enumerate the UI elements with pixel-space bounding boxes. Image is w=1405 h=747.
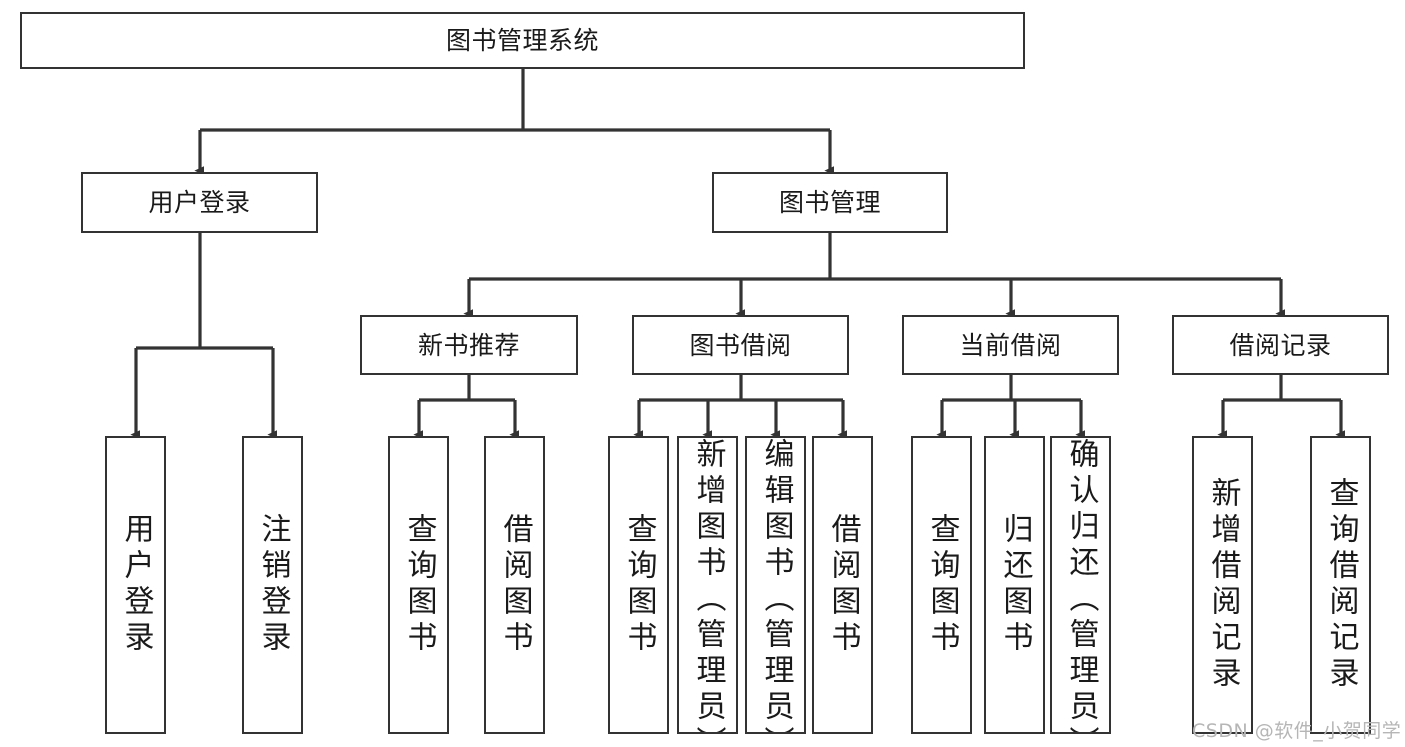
diagram-node-leaf-5[interactable]: 查询图书 <box>608 436 669 734</box>
diagram-node-leaf-6[interactable]: 新增图书（管理员） <box>677 436 738 734</box>
node-label: 查询借阅记录 <box>1323 477 1359 693</box>
diagram-node-l3-newrec[interactable]: 新书推荐 <box>360 315 578 375</box>
diagram-node-leaf-3[interactable]: 查询图书 <box>388 436 449 734</box>
csdn-watermark: CSDN @软件_小贺同学 <box>1192 720 1402 742</box>
node-label: 图书借阅 <box>689 330 792 360</box>
edge-bus-l3-newrec <box>419 375 515 402</box>
diagram-node-leaf-11[interactable]: 确认归还（管理员） <box>1050 436 1111 734</box>
edge-bus-l2-login <box>136 233 273 350</box>
node-label: 查询图书 <box>401 513 437 657</box>
diagram-node-leaf-1[interactable]: 用户登录 <box>105 436 166 734</box>
node-label: 借阅记录 <box>1229 330 1332 360</box>
diagram-node-l2-login[interactable]: 用户登录 <box>81 172 318 233</box>
diagram-node-l2-book[interactable]: 图书管理 <box>712 172 948 233</box>
diagram-node-l3-cur[interactable]: 当前借阅 <box>902 315 1119 375</box>
diagram-node-leaf-4[interactable]: 借阅图书 <box>484 436 545 734</box>
node-label: 当前借阅 <box>959 330 1062 360</box>
node-label: 查询图书 <box>924 513 960 657</box>
edge-bus-l3-hist <box>1223 375 1341 402</box>
edge-bus-root <box>200 69 830 132</box>
diagram-node-leaf-2[interactable]: 注销登录 <box>242 436 303 734</box>
node-label: 注销登录 <box>255 513 291 657</box>
node-label: 新增借阅记录 <box>1205 477 1241 693</box>
node-label: 编辑图书（管理员） <box>758 438 794 734</box>
edge-bus-l3-cur <box>942 375 1081 402</box>
node-label: 新增图书（管理员） <box>690 438 726 734</box>
node-label: 用户登录 <box>118 513 154 657</box>
node-label: 图书管理 <box>778 188 881 217</box>
node-label: 确认归还（管理员） <box>1063 438 1099 734</box>
diagram-node-root[interactable]: 图书管理系统 <box>20 12 1025 69</box>
node-label: 新书推荐 <box>417 330 520 360</box>
diagram-node-leaf-9[interactable]: 查询图书 <box>911 436 972 734</box>
node-label: 归还图书 <box>997 513 1033 657</box>
diagram-node-leaf-8[interactable]: 借阅图书 <box>812 436 873 734</box>
diagram-node-leaf-10[interactable]: 归还图书 <box>984 436 1045 734</box>
diagram-node-leaf-13[interactable]: 查询借阅记录 <box>1310 436 1371 734</box>
diagram-node-leaf-7[interactable]: 编辑图书（管理员） <box>745 436 806 734</box>
edge-bus-l3-borrow <box>639 375 843 402</box>
node-label: 借阅图书 <box>497 513 533 657</box>
node-label: 用户登录 <box>148 188 251 217</box>
edge-bus-l2-book <box>469 233 1281 281</box>
node-label: 图书管理系统 <box>445 26 599 55</box>
node-label: 查询图书 <box>621 513 657 657</box>
diagram-node-l3-hist[interactable]: 借阅记录 <box>1172 315 1389 375</box>
node-label: 借阅图书 <box>825 513 861 657</box>
diagram-node-l3-borrow[interactable]: 图书借阅 <box>632 315 849 375</box>
diagram-node-leaf-12[interactable]: 新增借阅记录 <box>1192 436 1253 734</box>
